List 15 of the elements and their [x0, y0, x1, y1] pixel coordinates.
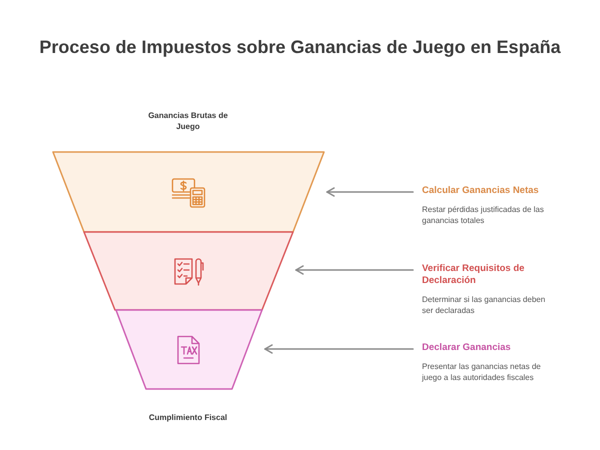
step-title: Declarar Ganancias — [422, 342, 511, 354]
step-title: Calcular Ganancias Netas — [422, 185, 539, 197]
funnel-stage — [53, 152, 324, 232]
arrow — [295, 265, 414, 275]
funnel-bottom-label: Cumplimiento Fiscal — [148, 413, 228, 424]
step-description: Determinar si las ganancias deben ser declaradas — [422, 295, 546, 316]
funnel-top-label: Ganancias Brutas de Juego — [148, 111, 228, 132]
arrow — [264, 344, 414, 354]
diagram-title: Proceso de Impuestos sobre Ganancias de Juego en España — [39, 37, 561, 58]
step-description: Presentar las ganancias netas de juego a las autoridades fiscales — [422, 362, 542, 383]
funnel-stage — [116, 310, 262, 389]
arrow — [326, 187, 414, 197]
step-description: Restar pérdidas justificadas de las ganancias totales — [422, 205, 545, 226]
funnel-stage — [84, 232, 293, 310]
step-title: Verificar Requisitos de Declaración — [422, 263, 526, 287]
